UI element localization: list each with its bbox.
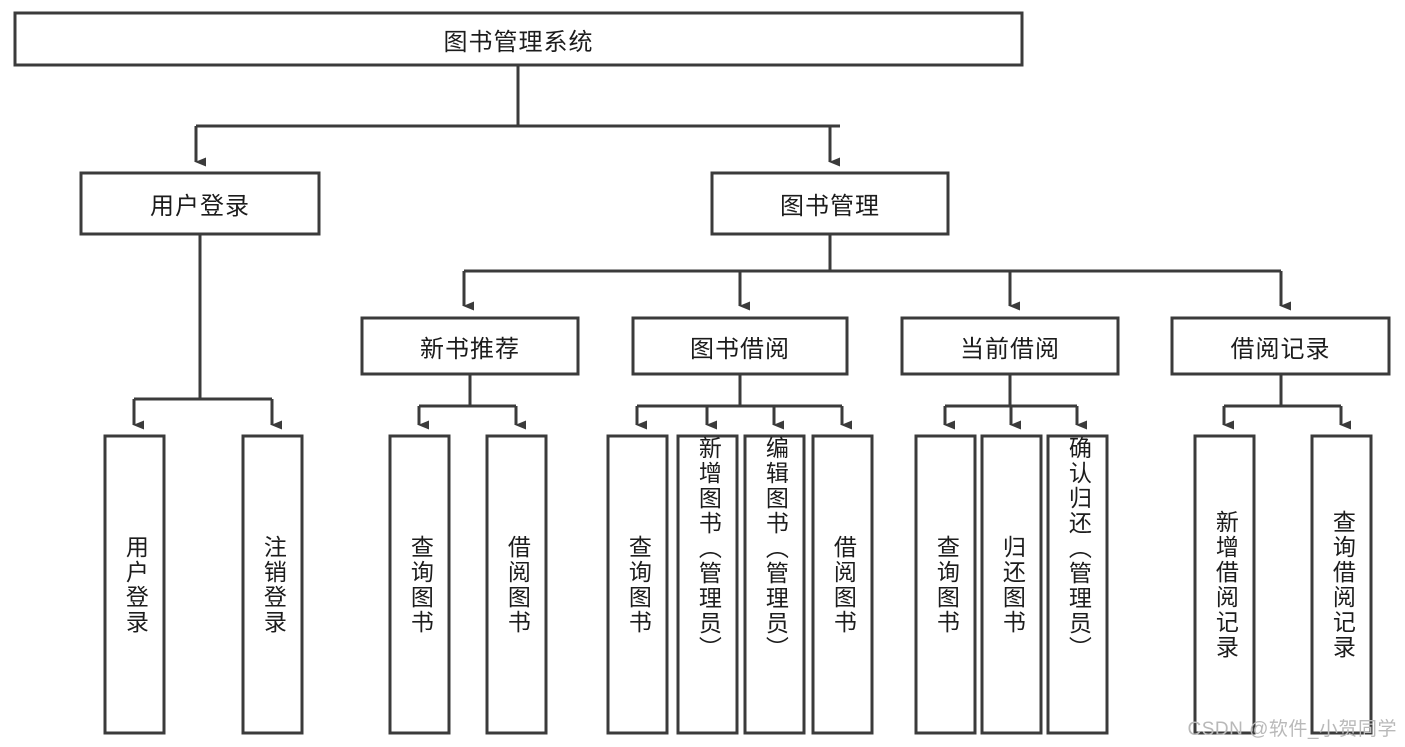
node-box-leaf-add-record[interactable] <box>1193 434 1256 735</box>
node-box-leaf-query-book-1[interactable] <box>388 434 451 735</box>
node-box-new-book-recommend[interactable] <box>360 316 580 376</box>
node-box-root[interactable] <box>13 11 1024 67</box>
node-box-leaf-add-book[interactable] <box>676 434 739 735</box>
node-box-leaf-query-record[interactable] <box>1310 434 1373 735</box>
connector-book-borrow-to-leaves <box>635 374 852 430</box>
node-box-user-login[interactable] <box>79 171 321 236</box>
connector-user-login-to-leaves <box>132 234 282 430</box>
node-box-leaf-query-book-2[interactable] <box>606 434 669 735</box>
connector-book-manage-to-level3 <box>462 234 1291 311</box>
node-box-leaf-edit-book[interactable] <box>743 434 806 735</box>
connector-root-to-level2 <box>194 65 840 167</box>
connector-borrow-record-to-leaves <box>1222 374 1351 430</box>
node-box-leaf-query-book-3[interactable] <box>914 434 977 735</box>
node-box-current-borrow[interactable] <box>900 316 1120 376</box>
node-box-borrow-record[interactable] <box>1170 316 1391 376</box>
connector-current-borrow-to-leaves <box>943 374 1087 430</box>
node-box-leaf-borrow-book-2[interactable] <box>811 434 874 735</box>
node-box-book-manage[interactable] <box>710 171 950 236</box>
node-box-leaf-borrow-book-1[interactable] <box>485 434 548 735</box>
connector-new-book-recommend-to-leaves <box>417 374 526 430</box>
node-box-leaf-user-login[interactable] <box>103 434 166 735</box>
watermark-text: CSDN @软件_小贺同学 <box>1187 719 1397 740</box>
node-box-book-borrow[interactable] <box>631 316 849 376</box>
node-box-leaf-return-book[interactable] <box>980 434 1043 735</box>
node-box-leaf-logout-login[interactable] <box>241 434 304 735</box>
node-box-leaf-confirm-return[interactable] <box>1046 434 1109 735</box>
